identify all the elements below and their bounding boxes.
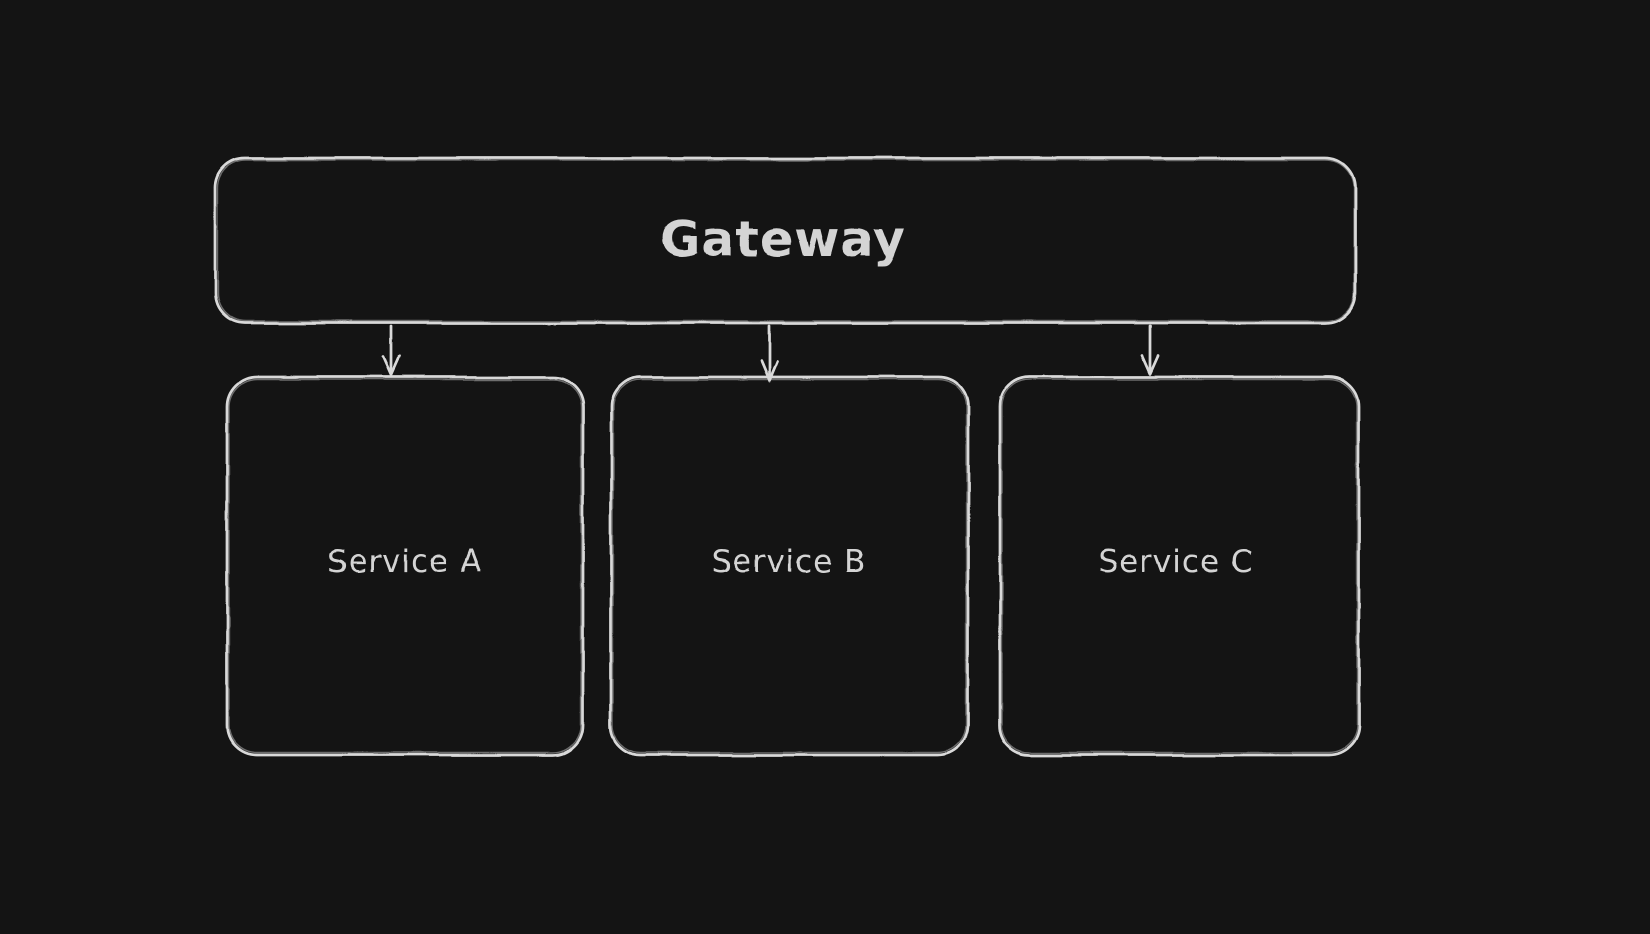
- gateway-label: Gateway: [660, 211, 906, 268]
- arrow-gateway-to-service-a[interactable]: [381, 324, 401, 376]
- arrow-gateway-to-service-c[interactable]: [1140, 324, 1160, 376]
- service-a-node[interactable]: Service A: [225, 375, 585, 757]
- service-c-node[interactable]: Service C: [998, 375, 1361, 757]
- gateway-node[interactable]: Gateway: [213, 156, 1357, 325]
- service-b-label: Service B: [712, 544, 867, 580]
- arrow-gateway-to-service-b[interactable]: [760, 324, 780, 382]
- service-b-node[interactable]: Service B: [609, 375, 970, 757]
- service-c-label: Service C: [1098, 544, 1253, 580]
- service-a-label: Service A: [328, 544, 483, 580]
